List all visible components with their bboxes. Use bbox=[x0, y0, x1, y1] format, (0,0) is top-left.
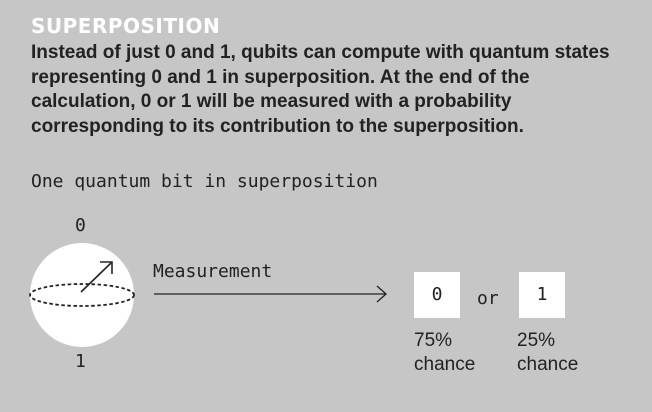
outcome-zero-chance: chance bbox=[414, 354, 476, 375]
outcome-zero-value: 0 bbox=[431, 284, 443, 305]
measurement-label: Measurement bbox=[153, 261, 273, 282]
section-heading: SUPERPOSITION bbox=[31, 14, 221, 38]
outcome-one-box: 1 bbox=[519, 272, 565, 318]
outcome-one-percent: 25% bbox=[517, 330, 556, 351]
bloch-sphere bbox=[29, 243, 135, 347]
state-vector-arrowhead bbox=[100, 261, 113, 274]
or-label: or bbox=[477, 288, 499, 309]
outcome-zero-percent: 75% bbox=[414, 330, 453, 351]
intro-paragraph: Instead of just 0 and 1, qubits can comp… bbox=[31, 42, 610, 137]
outcome-one-value: 1 bbox=[536, 284, 548, 305]
outcome-zero-probability: 75% chance bbox=[414, 329, 475, 377]
sphere-equator bbox=[29, 283, 135, 307]
outcome-one-chance: chance bbox=[517, 354, 579, 375]
state-vector bbox=[80, 262, 112, 293]
diagram-title: One quantum bit in superposition bbox=[31, 171, 378, 192]
sphere-circle bbox=[30, 243, 134, 347]
outcome-one-probability: 25% chance bbox=[517, 329, 578, 377]
state-zero-label: 0 bbox=[75, 215, 86, 236]
outcome-zero-box: 0 bbox=[414, 272, 460, 318]
measurement-arrow bbox=[154, 285, 387, 303]
state-one-label: 1 bbox=[75, 351, 86, 372]
